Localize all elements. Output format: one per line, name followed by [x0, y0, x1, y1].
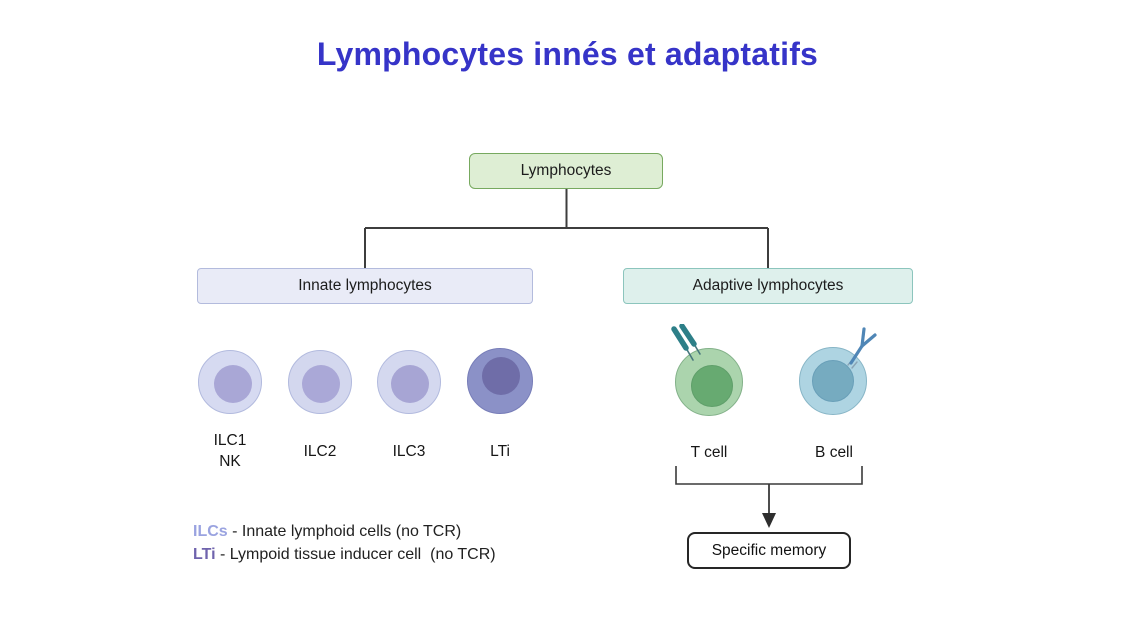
merge-bracket: [675, 466, 863, 485]
innate-box-label: Innate lymphocytes: [298, 277, 432, 294]
ilc1-nk-cell-icon: [198, 350, 262, 414]
ilc2-cell-nucleus: [302, 365, 340, 403]
adaptive-box-label: Adaptive lymphocytes: [692, 277, 844, 294]
ilc3-cell-icon: [377, 350, 441, 414]
innate-lymphocytes-box: Innate lymphocytes: [197, 268, 533, 304]
legend: ILCs - Innate lymphoid cells (no TCR) LT…: [193, 520, 496, 566]
t-cell-nucleus: [691, 365, 733, 407]
lymphocytes-box-label: Lymphocytes: [520, 162, 612, 179]
ilc3-cell-nucleus: [391, 365, 429, 403]
ilc1-nk-cell-nucleus: [214, 365, 252, 403]
ilc2-cell-icon: [288, 350, 352, 414]
lti-cell-nucleus: [482, 357, 520, 395]
legend-desc-ilcs: - Innate lymphoid cells (no TCR): [227, 523, 462, 540]
legend-line-lti: LTi - Lympoid tissue inducer cell (no TC…: [193, 543, 496, 566]
ilc1-nk-label: ILC1 NK: [195, 430, 265, 472]
adaptive-lymphocytes-box: Adaptive lymphocytes: [623, 268, 913, 304]
tcr-icon: [671, 324, 701, 361]
specific-memory-label: Specific memory: [711, 541, 827, 559]
down-arrow-head: [762, 513, 776, 528]
legend-term-ilcs: ILCs: [193, 523, 228, 540]
legend-term-lti: LTi: [193, 546, 216, 563]
legend-desc-lti: - Lympoid tissue inducer cell (no TCR): [215, 546, 496, 563]
ilc2-label: ILC2: [303, 443, 337, 460]
t-cell-icon: [675, 348, 743, 416]
lti-cell-icon: [467, 348, 533, 414]
page-title: Lymphocytes innés et adaptatifs: [316, 36, 819, 72]
lti-label: LTi: [490, 443, 510, 460]
specific-memory-box: Specific memory: [687, 532, 851, 569]
b-cell-nucleus: [812, 360, 854, 402]
bcr-icon: [847, 327, 877, 369]
legend-line-ilcs: ILCs - Innate lymphoid cells (no TCR): [193, 520, 496, 543]
b-cell-label: B cell: [815, 444, 853, 461]
ilc1-label-line2: NK: [219, 453, 241, 470]
lymphocytes-box: Lymphocytes: [469, 153, 663, 189]
tree-connector: [364, 189, 769, 268]
ilc1-label-line1: ILC1: [213, 432, 247, 449]
t-cell-label: T cell: [690, 444, 728, 461]
ilc3-label: ILC3: [392, 443, 426, 460]
